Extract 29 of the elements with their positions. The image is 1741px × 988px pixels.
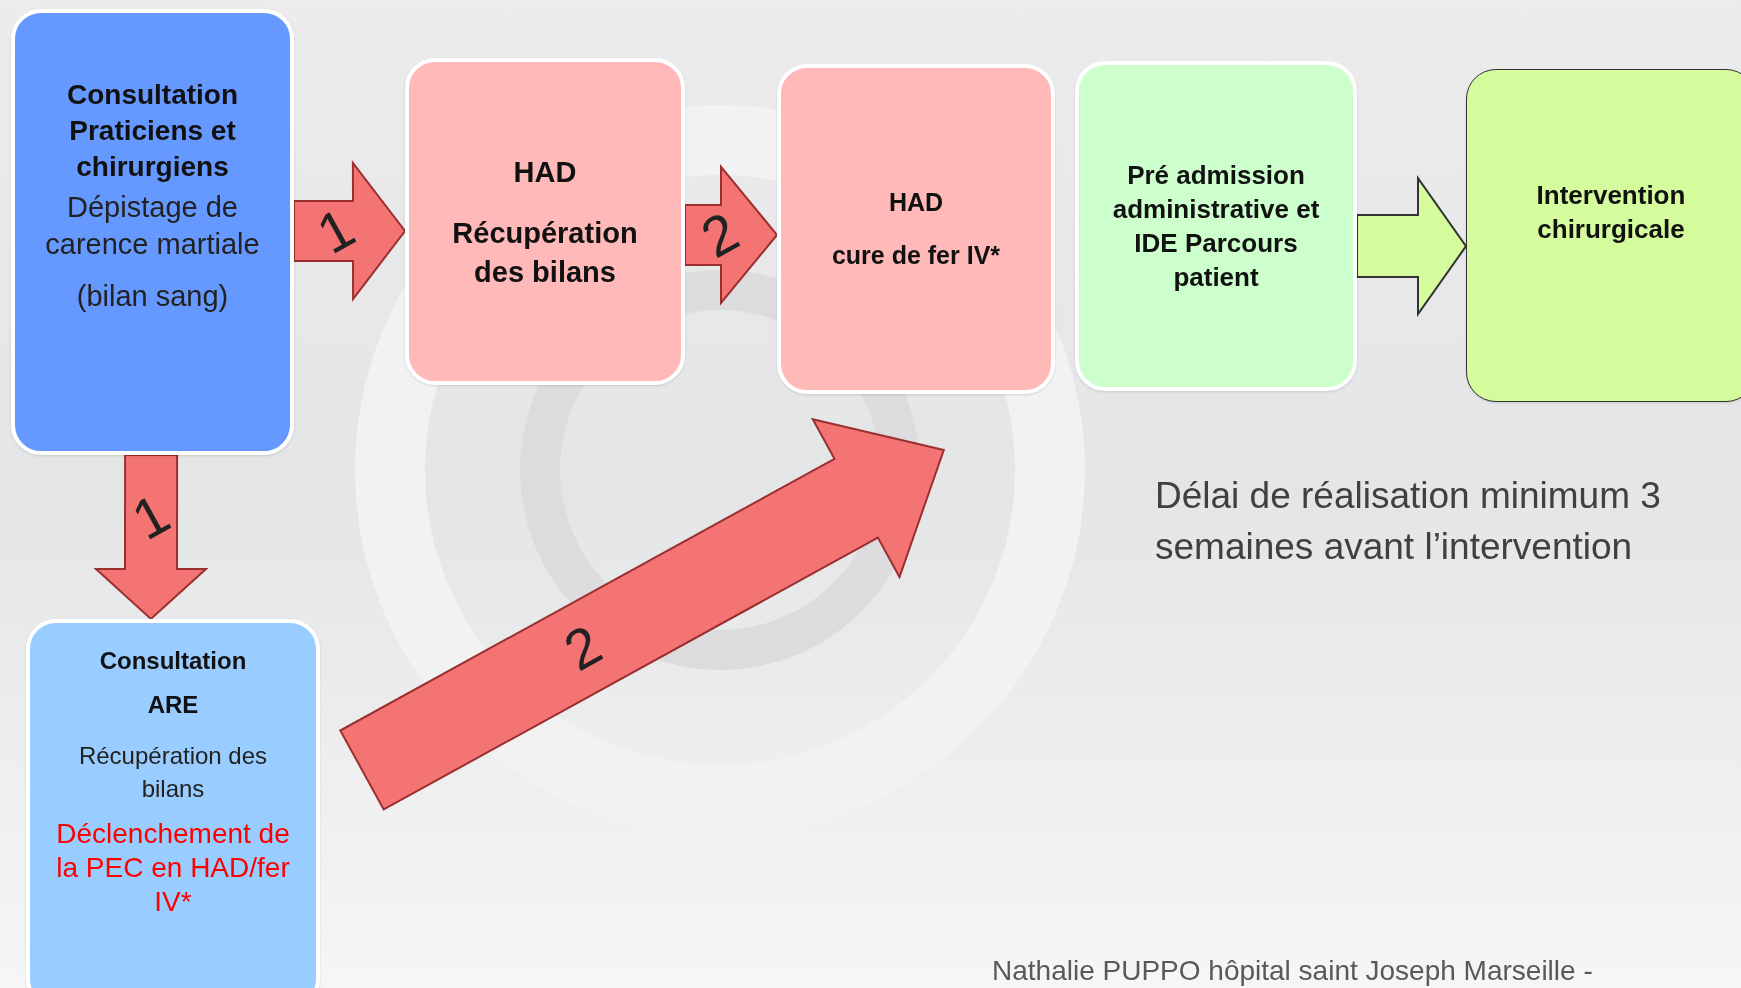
block-arrow [1356, 174, 1468, 318]
node-text: Intervention chirurgicale [1535, 178, 1687, 246]
block-arrow [93, 454, 209, 621]
process-box [777, 64, 1055, 394]
node-text: Pré admission administrative et IDE Parcours patient [1111, 159, 1321, 294]
node-heading: HAD [513, 154, 577, 190]
edge-label: 1 [123, 485, 179, 550]
block-arrow [293, 160, 407, 302]
process-box [1075, 61, 1357, 391]
edge-label: 2 [555, 616, 611, 681]
block-arrow [338, 417, 946, 811]
node-text: cure de fer IV* [831, 240, 1001, 271]
node-text: Déclenchement de la PEC en HAD/fer IV* [55, 817, 291, 919]
node-heading: Consultation ARE [98, 646, 248, 720]
process-box [11, 9, 294, 455]
edge-label: 1 [308, 199, 364, 264]
block-arrow [684, 164, 779, 306]
footer-text: Nathalie PUPPO hôpital saint Joseph Marseille - [992, 954, 1593, 988]
node-heading: Consultation Praticiens et chirurgiens [65, 78, 240, 184]
node-text: (bilan sang) [76, 279, 229, 314]
node-text: Récupération des bilans [77, 741, 269, 804]
node-heading: HAD [888, 186, 944, 218]
edge-label: 2 [692, 202, 748, 267]
note-text: Délai de réalisation minimum 3 semaines avant l’intervention [1155, 474, 1662, 569]
process-box [26, 619, 320, 988]
node-text: Récupération des bilans [451, 216, 639, 291]
process-box [1466, 69, 1741, 402]
node-text: Dépistage de carence martiale [44, 190, 261, 262]
process-box [405, 58, 685, 385]
